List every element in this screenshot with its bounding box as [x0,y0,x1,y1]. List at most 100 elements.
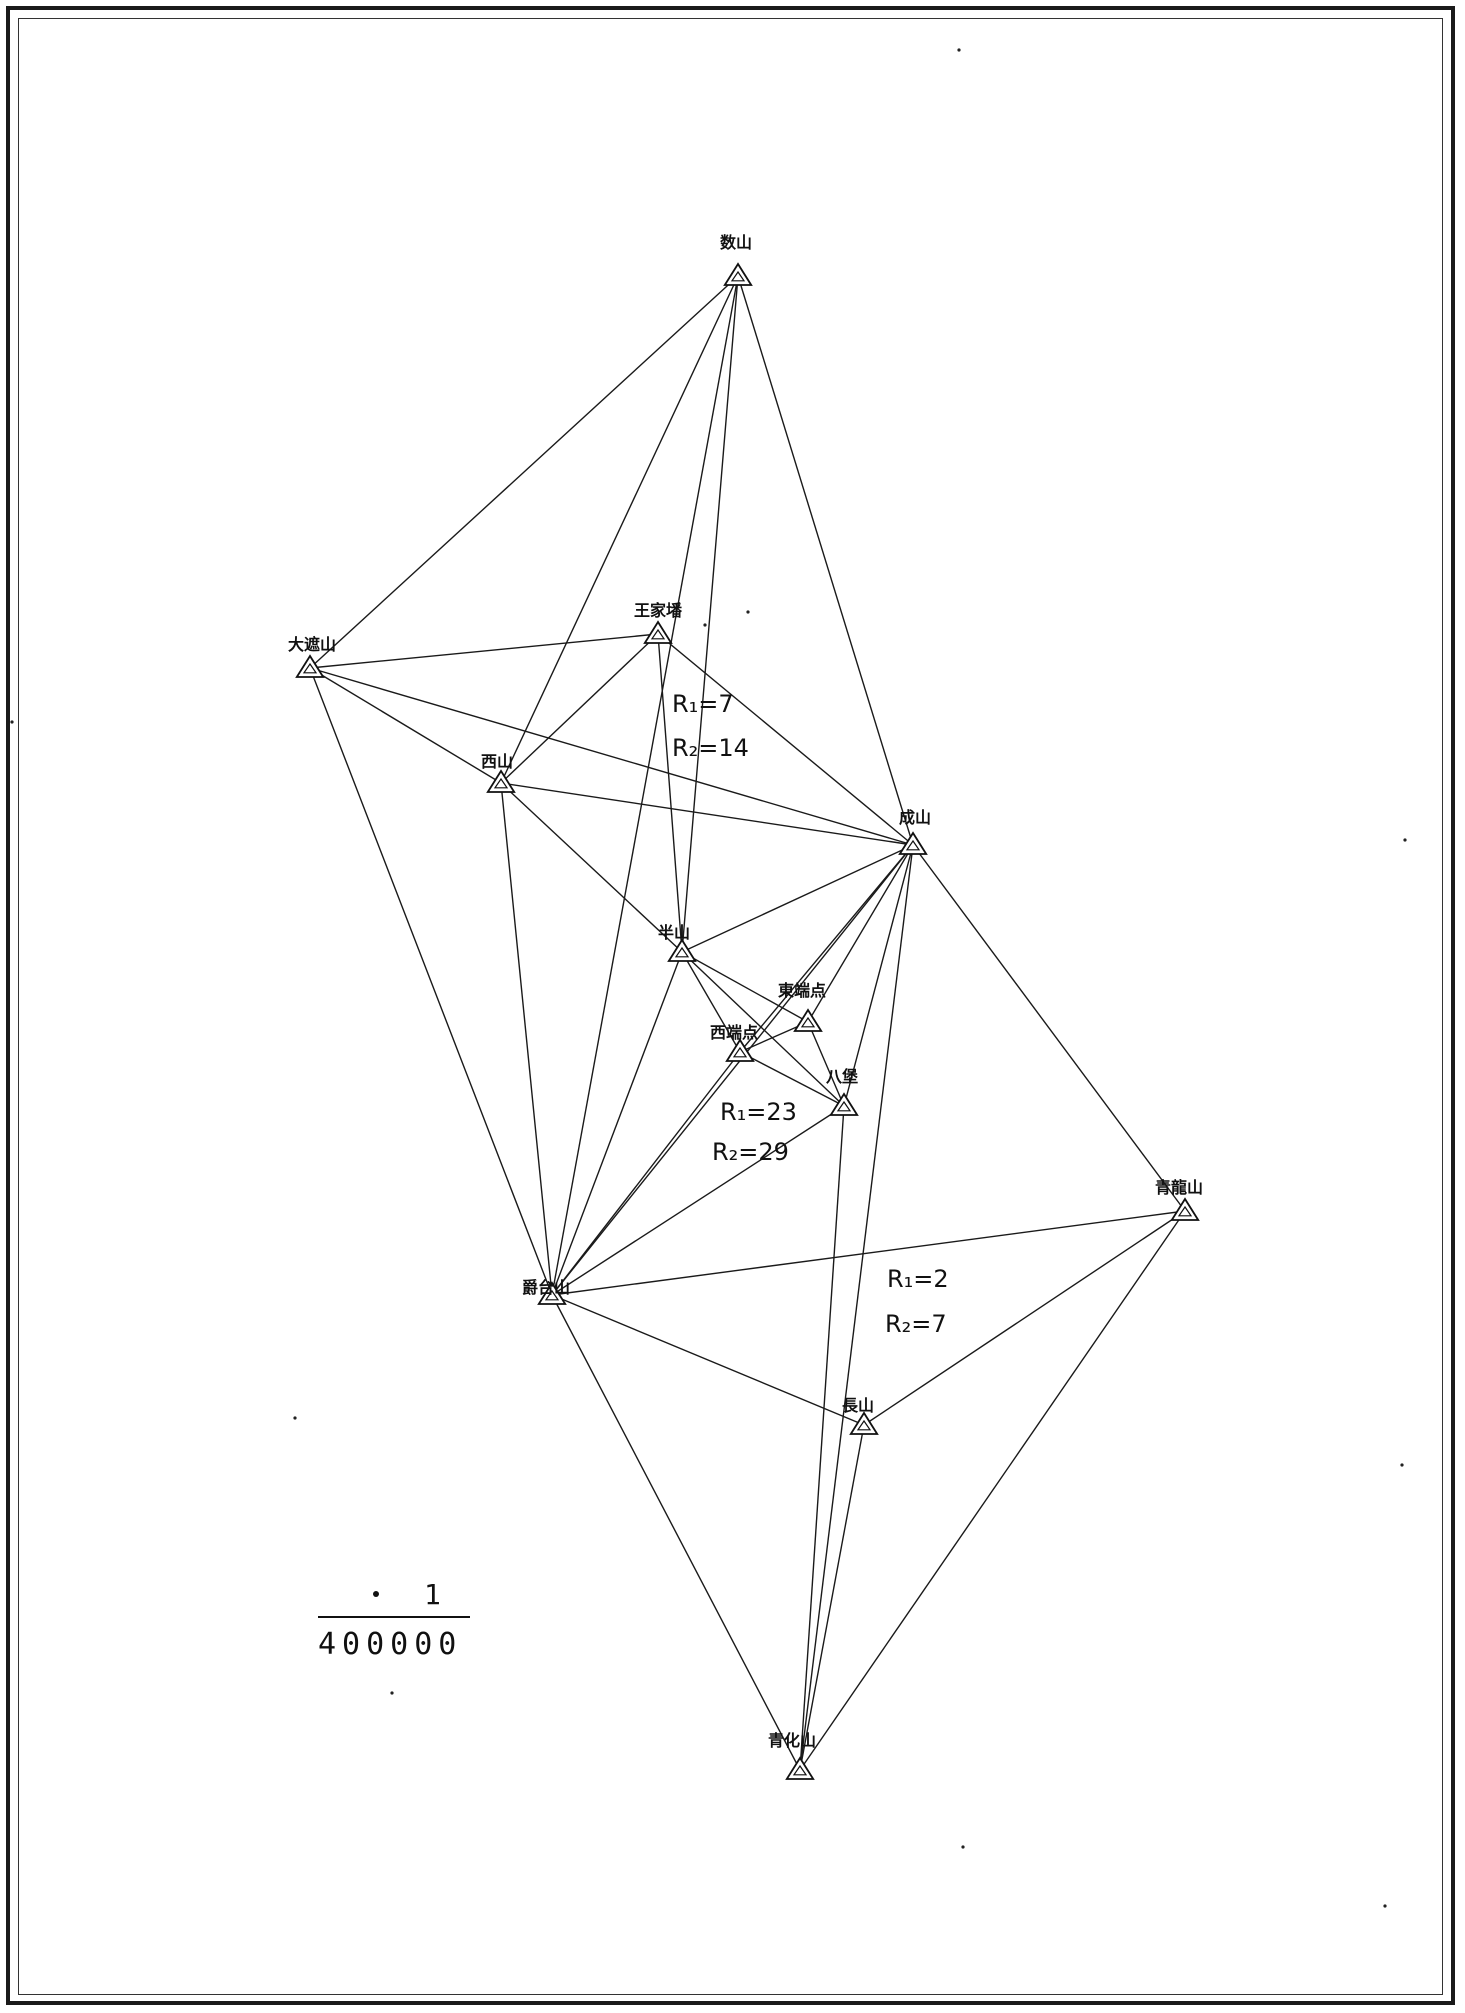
scan-speck [703,623,707,627]
connection-line-bajian-juetai [551,1105,845,1296]
stat-r2-middle: R₂=29 [712,1138,789,1166]
station-xiduan: 西端点 [710,1023,758,1062]
stat-r2-lower: R₂=7 [885,1310,947,1338]
station-bajian: 八堡 [825,1067,859,1116]
station-label-xiduan: 西端点 [710,1023,758,1042]
connection-line-wangjia-xishan [500,633,659,784]
connection-line-qinglong-changshan [863,1210,1186,1426]
inner-triangle-icon [650,628,666,640]
station-label-banshan: 半山 [658,923,690,942]
map-scale: 1 400000 [318,1578,470,1662]
triangle-marker-icon [1170,1197,1200,1221]
scale-numerator: 1 [424,1578,441,1611]
station-dongduan: 東端点 [778,981,826,1032]
connection-line-chengshan-xiduan [739,844,914,1053]
inner-triangle-icon [1177,1205,1193,1217]
inner-triangle-icon [905,839,921,851]
connection-line-juetai-changshan [551,1294,865,1426]
inner-triangle-icon [674,946,690,958]
connection-line-keshan-banshan [681,275,739,953]
stat-r2-upper: R₂=14 [672,734,749,762]
station-wangjia: 王家墦 [634,601,683,644]
scan-speck [961,1845,965,1849]
connection-line-dongduan-bajian [807,1021,845,1107]
connection-line-keshan-xishan [500,275,739,784]
stat-r1-lower: R₁=2 [887,1265,949,1293]
connection-line-dazhe-xishan [309,667,502,784]
connection-line-xiduan-bajian [739,1051,845,1107]
connection-line-chengshan-juetai [551,844,914,1296]
station-label-dazhe: 大遮山 [288,635,336,654]
connection-line-chengshan-qinghua [799,844,914,1771]
connection-line-keshan-juetai [551,275,739,1296]
triangle-marker-icon [486,769,516,793]
inner-triangle-icon [493,777,509,789]
triangle-marker-icon [849,1411,879,1435]
stat-r1-upper: R₁=7 [672,690,734,718]
station-label-dongduan: 東端点 [778,981,826,1000]
connection-line-juetai-qinghua [551,1294,801,1771]
connection-line-xishan-juetai [500,782,553,1296]
scale-dot [373,1591,379,1597]
stat-group-lower: R₁=2 R₂=7 [885,1265,949,1338]
triangle-marker-icon [725,1038,755,1062]
triangle-marker-icon [667,938,697,962]
triangle-marker-icon [723,262,753,286]
inner-triangle-icon [836,1100,852,1112]
map-outer-frame [6,6,1455,2005]
connection-lines [309,275,1186,1771]
station-chengshan: 成山 [898,808,931,855]
scan-speck [957,48,961,52]
connection-line-xishan-banshan [500,782,683,953]
scan-speck [1403,838,1407,842]
stat-r1-middle: R₁=23 [720,1098,797,1126]
connection-line-xiduan-juetai [551,1051,741,1296]
station-label-xishan: 西山 [481,752,513,771]
inner-triangle-icon [544,1289,560,1301]
inner-triangle-icon [732,1046,748,1058]
connection-line-dazhe-juetai [309,667,553,1296]
connection-line-banshan-dongduan [681,951,809,1023]
connection-line-juetai-qinglong [551,1210,1186,1296]
scan-speck [10,720,14,724]
connection-line-banshan-juetai [551,951,683,1296]
station-label-wangjia: 王家墦 [634,601,683,620]
scan-speck [390,1691,394,1695]
stat-group-middle: R₁=23 R₂=29 [712,1098,797,1166]
connection-line-changshan-qinghua [799,1424,865,1771]
scan-speck [746,610,750,614]
connection-line-banshan-xiduan [681,951,741,1053]
connection-line-wangjia-chengshan [657,633,914,846]
inner-triangle-icon [800,1016,816,1028]
inner-triangle-icon [856,1419,872,1431]
station-xishan: 西山 [481,752,516,793]
station-label-keshan: 数山 [720,233,752,252]
triangle-marker-icon [785,1756,815,1780]
triangle-marker-icon [295,654,325,678]
connection-line-dazhe-wangjia [309,633,659,669]
scan-speck [293,1416,297,1420]
triangle-marker-icon [643,620,673,644]
connection-line-chengshan-qinglong [912,844,1186,1212]
inner-triangle-icon [730,270,746,282]
station-label-bajian: 八堡 [825,1067,858,1086]
connection-line-chengshan-banshan [681,844,914,953]
stat-group-upper: R₁=7 R₂=14 [672,690,749,762]
scan-speck [1400,1463,1404,1467]
station-label-changshan: 長山 [842,1396,874,1415]
connection-line-qinglong-qinghua [799,1210,1186,1771]
connection-line-keshan-dazhe [309,275,739,669]
connection-line-bajian-qinghua [799,1105,845,1771]
inner-triangle-icon [302,662,318,674]
scan-speck [1383,1904,1387,1908]
connection-line-xishan-chengshan [500,782,914,846]
map-inner-frame [18,18,1443,1995]
station-label-juetai: 爵台山 [522,1278,570,1297]
connection-line-wangjia-banshan [657,633,683,953]
connection-line-chengshan-bajian [843,844,914,1107]
station-juetai: 爵台山 [522,1278,570,1305]
connection-line-banshan-bajian [681,951,845,1107]
connection-line-chengshan-dongduan [807,844,914,1023]
